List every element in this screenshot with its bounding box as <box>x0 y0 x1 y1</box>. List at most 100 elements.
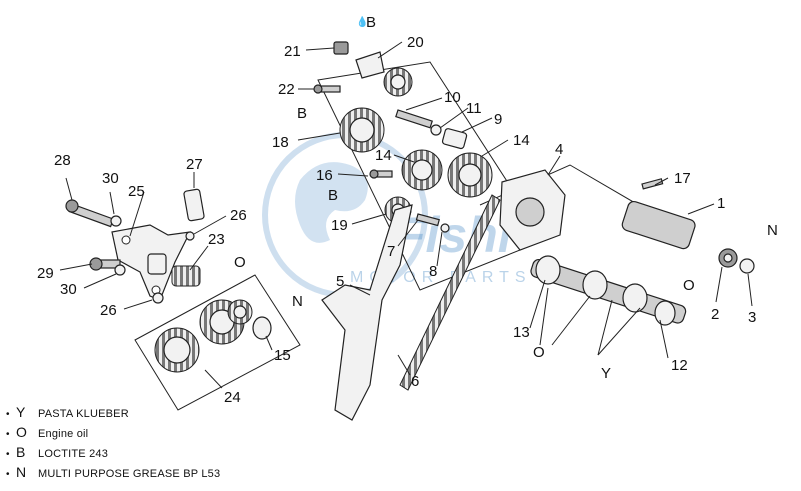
bolt-7-shaft <box>415 213 440 227</box>
callout-label: 6 <box>411 373 419 390</box>
marker-label: Y <box>601 365 611 382</box>
callout-label: 30 <box>60 281 77 298</box>
sprocket-14-left-hub <box>411 159 433 181</box>
watermark-continents <box>295 162 368 243</box>
washer-26 <box>152 292 164 304</box>
lubricant-legend: • Y PASTA KLUEBER • O Engine oil • B LOC… <box>6 404 220 484</box>
parts-group-outline-24 <box>134 274 301 411</box>
sprocket-assembly-18 <box>313 41 413 153</box>
callout-label: 29 <box>37 265 54 282</box>
callout-label: 2 <box>711 306 719 323</box>
drop-icon: • <box>6 469 10 480</box>
legend-text: Engine oil <box>38 428 89 440</box>
callout-label: 14 <box>513 132 530 149</box>
legend-code: Y <box>16 404 26 420</box>
callout-label: 15 <box>274 347 291 364</box>
callout-label: 9 <box>494 111 502 128</box>
cam-lobe <box>654 300 676 326</box>
marker-label: B <box>297 105 307 122</box>
legend-text: LOCTITE 243 <box>38 448 109 460</box>
washer-11 <box>430 124 442 136</box>
callout-label: 8 <box>429 263 437 280</box>
callout-label: 3 <box>748 309 756 326</box>
drop-icon: • <box>6 409 10 420</box>
legend-code: B <box>16 444 26 460</box>
nut-21 <box>333 41 349 55</box>
bracket-hole <box>121 235 131 245</box>
leader-lines <box>59 41 753 389</box>
cam-lobe <box>535 255 561 285</box>
marker-label: O <box>234 254 246 271</box>
legend-text: MULTI PURPOSE GREASE BP L53 <box>38 468 221 480</box>
callout-label: 18 <box>272 134 289 151</box>
plate-20 <box>355 51 385 79</box>
bolt-22-head <box>313 84 323 94</box>
gear-pack-24 <box>154 299 253 373</box>
callout-label: 17 <box>674 170 691 187</box>
callout-label: 1 <box>717 195 725 212</box>
callout-label: 21 <box>284 43 301 60</box>
marker-label: B <box>366 14 376 31</box>
seal-3 <box>739 258 755 274</box>
flange-4-bore <box>515 197 545 227</box>
spacer-9 <box>441 128 468 150</box>
gear-24-large-hub <box>163 336 191 364</box>
legend-code: N <box>16 464 27 480</box>
sprocket-14-right-hub <box>458 163 482 187</box>
callout-label: 23 <box>208 231 225 248</box>
watermark-logo: Fishi <box>395 207 513 263</box>
pin-27 <box>183 188 205 222</box>
bearing-2-inner <box>723 253 733 263</box>
drop-icon: • <box>6 449 10 460</box>
drop-icon: • <box>6 429 10 440</box>
callout-label: 10 <box>444 89 461 106</box>
gear-24-small-hub <box>233 305 247 319</box>
pin-17 <box>641 178 664 190</box>
callout-labels: 1 2 3 4 5 6 7 8 9 10 11 12 13 14 14 15 1… <box>37 34 756 406</box>
sprocket-18-hub <box>349 117 375 143</box>
cam-sensor-1 <box>621 200 696 250</box>
marker-label: N <box>292 293 303 310</box>
callout-label: 20 <box>407 34 424 51</box>
bolt-10-shaft <box>395 109 433 129</box>
washer-8 <box>440 223 450 233</box>
bracket-assembly <box>65 188 205 304</box>
washer-26-upper <box>185 231 195 241</box>
callout-label: 25 <box>128 183 145 200</box>
camshaft-assembly <box>499 169 755 326</box>
callout-label: 13 <box>513 324 530 341</box>
marker-label: N <box>767 222 778 239</box>
callout-label: 26 <box>100 302 117 319</box>
callout-label: 4 <box>555 141 563 158</box>
callout-label: 5 <box>336 273 344 290</box>
lubricant-markers: 💧 B B B N N O O O Y <box>234 14 778 382</box>
legend-code: O <box>16 424 27 440</box>
needle-bearing-23 <box>171 265 201 287</box>
legend-row: • B LOCTITE 243 <box>6 444 220 464</box>
bolt-16-head <box>369 169 379 179</box>
sprocket-20-hub <box>390 74 406 90</box>
callout-label: 14 <box>375 147 392 164</box>
callout-label: 19 <box>331 217 348 234</box>
drop-icon: 💧 <box>356 15 368 28</box>
washer-30-lower <box>114 264 126 276</box>
chain-guide-5 <box>321 204 413 421</box>
marker-label: O <box>533 344 545 361</box>
callout-label: 11 <box>466 100 482 117</box>
callout-label: 12 <box>671 357 688 374</box>
callout-label: 16 <box>316 167 333 184</box>
cam-lobe <box>582 270 608 300</box>
sprocket-assembly-14 <box>369 109 493 233</box>
cam-lobe <box>622 283 648 313</box>
legend-row: • Y PASTA KLUEBER <box>6 404 220 424</box>
callout-label: 27 <box>186 156 203 173</box>
marker-label: O <box>683 277 695 294</box>
pin-23-shaft <box>147 253 167 275</box>
callout-label: 28 <box>54 152 71 169</box>
legend-row: • O Engine oil <box>6 424 220 444</box>
callout-label: 24 <box>224 389 241 406</box>
o-ring-15 <box>252 316 272 340</box>
legend-text: PASTA KLUEBER <box>38 408 129 420</box>
marker-label: B <box>328 187 338 204</box>
